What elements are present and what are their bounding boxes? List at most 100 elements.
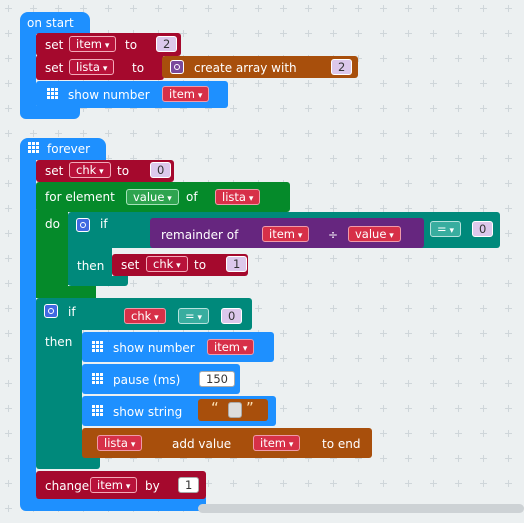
grid-plus-mark — [330, 255, 337, 262]
variable-dropdown-item[interactable]: item — [69, 36, 117, 52]
number-input-0[interactable]: 0 — [150, 162, 172, 178]
grid-plus-mark — [255, 480, 262, 487]
number-input-2[interactable]: 2 — [331, 59, 353, 75]
grid-icon — [92, 405, 103, 416]
grid-plus-mark — [280, 155, 287, 162]
forever-block[interactable] — [20, 138, 106, 160]
number-input-1[interactable]: 1 — [226, 256, 248, 272]
grid-plus-mark — [505, 405, 512, 412]
grid-plus-mark — [5, 230, 12, 237]
grid-plus-mark — [180, 5, 187, 12]
variable-dropdown-chk[interactable]: chk — [69, 162, 111, 178]
grid-plus-mark — [505, 80, 512, 87]
grid-plus-mark — [105, 130, 112, 137]
variable-dropdown-item[interactable]: item — [162, 86, 210, 102]
by-keyword: by — [145, 479, 160, 493]
grid-plus-mark — [305, 130, 312, 137]
grid-plus-mark — [330, 155, 337, 162]
number-input-1[interactable]: 1 — [178, 477, 200, 493]
grid-plus-mark — [455, 255, 462, 262]
grid-plus-mark — [380, 355, 387, 362]
set-keyword: set — [45, 164, 64, 178]
grid-plus-mark — [505, 280, 512, 287]
set-keyword: set — [45, 61, 64, 75]
grid-plus-mark — [205, 280, 212, 287]
compare-operator-dropdown[interactable]: = — [178, 308, 210, 324]
grid-plus-mark — [5, 505, 12, 512]
variable-dropdown-lista[interactable]: lista — [69, 59, 115, 75]
to-keyword: to — [194, 258, 207, 272]
number-input-0[interactable]: 0 — [472, 221, 494, 237]
variable-dropdown-lista[interactable]: lista — [215, 189, 261, 205]
grid-plus-mark — [405, 255, 412, 262]
variable-dropdown-value[interactable]: value — [348, 226, 401, 242]
grid-plus-mark — [480, 130, 487, 137]
grid-plus-mark — [505, 130, 512, 137]
grid-plus-mark — [455, 130, 462, 137]
grid-plus-mark — [130, 130, 137, 137]
grid-plus-mark — [505, 205, 512, 212]
grid-plus-mark — [430, 405, 437, 412]
variable-dropdown-chk[interactable]: chk — [124, 308, 166, 324]
grid-plus-mark — [405, 105, 412, 112]
gear-icon[interactable] — [170, 60, 184, 74]
grid-plus-mark — [355, 55, 362, 62]
grid-plus-mark — [280, 255, 287, 262]
forever-body — [20, 155, 36, 505]
grid-plus-mark — [5, 155, 12, 162]
grid-plus-mark — [5, 305, 12, 312]
variable-dropdown-item[interactable]: item — [90, 477, 138, 493]
set-keyword: set — [121, 258, 140, 272]
compare-operator-dropdown[interactable]: = — [430, 221, 462, 237]
string-input[interactable] — [228, 402, 242, 418]
grid-plus-mark — [305, 155, 312, 162]
grid-plus-mark — [230, 130, 237, 137]
grid-plus-mark — [130, 455, 137, 462]
gear-icon[interactable] — [76, 218, 90, 232]
grid-plus-mark — [280, 355, 287, 362]
variable-dropdown-item[interactable]: item — [253, 435, 301, 451]
pause-ms-input[interactable]: 150 — [199, 371, 235, 387]
grid-plus-mark — [455, 155, 462, 162]
horizontal-scrollbar[interactable] — [198, 504, 524, 513]
number-input-0[interactable]: 0 — [221, 308, 243, 324]
grid-plus-mark — [280, 105, 287, 112]
grid-plus-mark — [105, 455, 112, 462]
grid-plus-mark — [230, 80, 237, 87]
grid-plus-mark — [355, 305, 362, 312]
create-array-block[interactable] — [162, 56, 358, 78]
grid-plus-mark — [255, 80, 262, 87]
grid-plus-mark — [155, 455, 162, 462]
grid-plus-mark — [455, 180, 462, 187]
variable-dropdown-chk[interactable]: chk — [146, 256, 188, 272]
grid-plus-mark — [305, 305, 312, 312]
grid-plus-mark — [305, 255, 312, 262]
grid-plus-mark — [505, 230, 512, 237]
variable-dropdown-item[interactable]: item — [207, 339, 255, 355]
grid-plus-mark — [205, 480, 212, 487]
grid-plus-mark — [430, 480, 437, 487]
grid-plus-mark — [305, 80, 312, 87]
grid-plus-mark — [480, 80, 487, 87]
grid-plus-mark — [355, 480, 362, 487]
grid-plus-mark — [55, 130, 62, 137]
inner-if-footer — [68, 276, 128, 286]
grid-plus-mark — [105, 105, 112, 112]
number-input-2[interactable]: 2 — [156, 36, 178, 52]
grid-plus-mark — [405, 30, 412, 37]
grid-plus-mark — [455, 455, 462, 462]
grid-plus-mark — [305, 30, 312, 37]
variable-dropdown-value[interactable]: value — [126, 189, 179, 205]
grid-plus-mark — [5, 480, 12, 487]
grid-plus-mark — [230, 280, 237, 287]
grid-plus-mark — [5, 455, 12, 462]
gear-icon[interactable] — [44, 304, 58, 318]
grid-plus-mark — [405, 205, 412, 212]
variable-dropdown-item[interactable]: item — [262, 226, 310, 242]
on-start-block[interactable] — [20, 12, 90, 34]
grid-plus-mark — [255, 305, 262, 312]
grid-plus-mark — [505, 330, 512, 337]
grid-plus-mark — [5, 330, 12, 337]
variable-dropdown-lista[interactable]: lista — [97, 435, 143, 451]
grid-plus-mark — [105, 5, 112, 12]
